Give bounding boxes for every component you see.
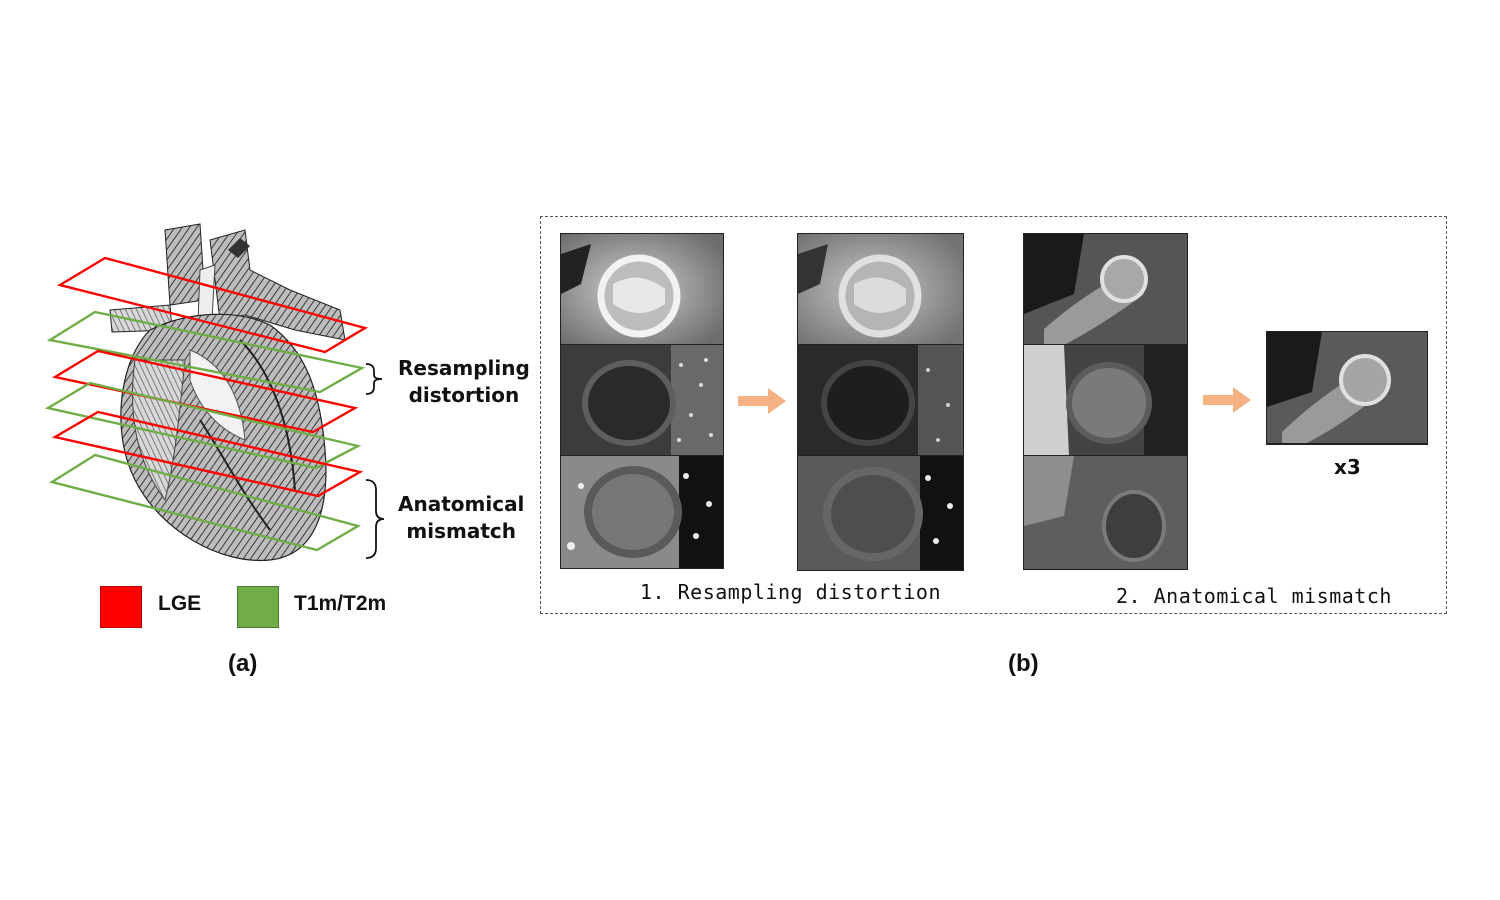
mri-t1m-resampled xyxy=(797,344,964,457)
legend-label-lge: LGE xyxy=(158,592,202,615)
brace-anatomical xyxy=(365,479,385,559)
legend-swatch-t1m-t2m xyxy=(237,586,279,628)
caption-resampling-distortion: 1. Resampling distortion xyxy=(640,580,941,604)
mri-lge-original xyxy=(560,233,724,346)
panel-b-label: (b) xyxy=(1008,650,1039,677)
mri-t2m-mismatch xyxy=(1023,455,1188,570)
panel-a-label: (a) xyxy=(228,650,258,677)
multiplier-label: x3 xyxy=(1334,455,1361,479)
annotation-anatomical: Anatomical mismatch xyxy=(398,492,525,543)
heart-illustration xyxy=(44,223,369,562)
mri-lge-resampled xyxy=(797,233,964,346)
legend-label-t1m-t2m: T1m/T2m xyxy=(294,592,387,615)
arrow-right-icon xyxy=(738,388,786,414)
mri-t2m-original xyxy=(560,455,724,569)
annotation-resampling: Resampling distortion xyxy=(398,356,530,407)
arrow-right-icon xyxy=(1203,387,1251,413)
brace-resampling xyxy=(365,363,383,395)
legend-swatch-lge xyxy=(100,586,142,628)
mri-t2m-resampled xyxy=(797,455,964,571)
panel-b-frame xyxy=(540,216,1447,614)
mri-t1m-mismatch xyxy=(1023,344,1188,457)
mri-fused-result xyxy=(1266,331,1428,445)
caption-anatomical-mismatch: 2. Anatomical mismatch xyxy=(1116,584,1392,608)
mri-t1m-original xyxy=(560,344,724,457)
mri-lge-mismatch xyxy=(1023,233,1188,346)
